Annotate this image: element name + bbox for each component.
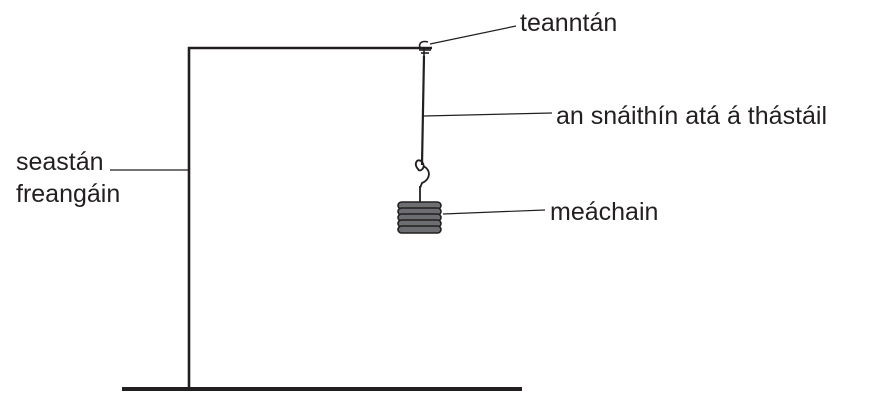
stand-label-line2: freangáin (16, 180, 121, 208)
weights-label: meáchain (550, 198, 659, 226)
clamp-label: teanntán (520, 9, 618, 37)
clamp-leader-line (429, 25, 517, 45)
wire-label: an snáithín atá á thástáil (556, 102, 828, 130)
stand-label: seastán freangáin (16, 146, 120, 210)
test-wire (420, 55, 426, 166)
clamp-icon (418, 40, 431, 58)
stand-label-line1: seastán (16, 148, 104, 176)
weights-stack (397, 201, 442, 234)
weights-leader-line (442, 209, 546, 215)
hook-icon (414, 159, 430, 202)
wire-leader-line (423, 112, 553, 117)
